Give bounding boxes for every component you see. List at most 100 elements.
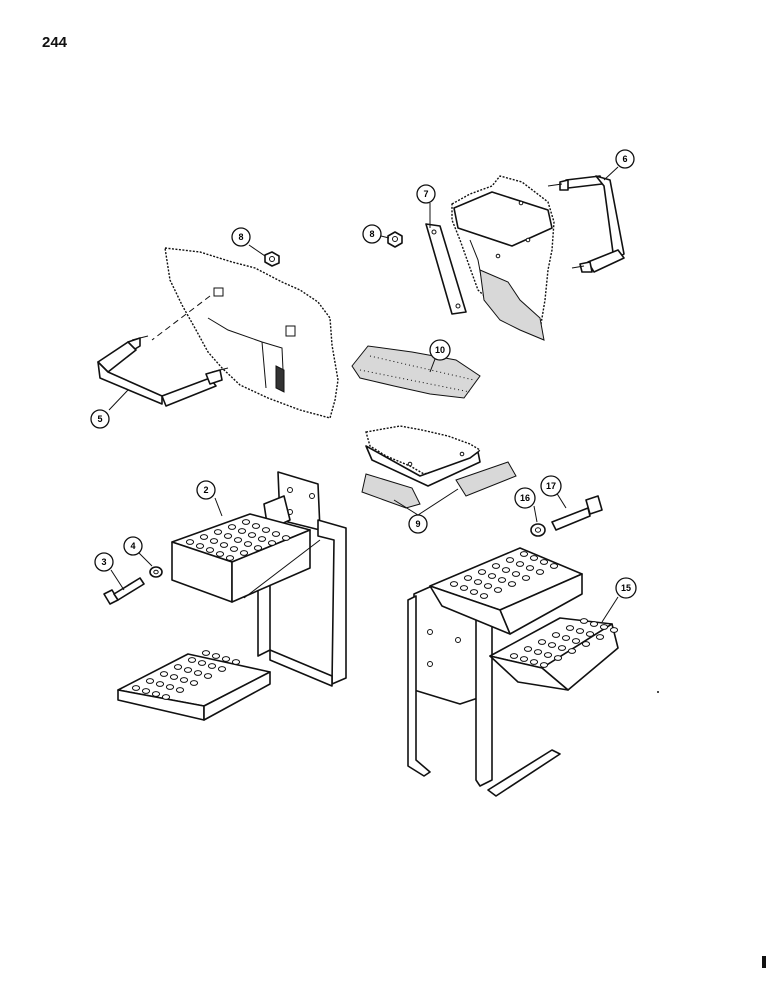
tread-hole [533, 649, 543, 655]
tread-hole [239, 550, 249, 556]
tread-hole [609, 627, 619, 633]
tread-hole [155, 681, 165, 687]
tread-hole [543, 652, 553, 658]
tread-hole [233, 537, 243, 543]
tread-holes [185, 519, 291, 561]
print-mark [657, 691, 659, 693]
tread-hole [195, 543, 205, 549]
step-assembly-right [407, 547, 619, 797]
tread-hole [491, 563, 501, 569]
handrail-right [547, 175, 625, 273]
tread-hole [483, 583, 493, 589]
tread-hole [459, 585, 469, 591]
tread-hole [521, 575, 531, 581]
tread-hole [241, 519, 251, 525]
svg-text:4: 4 [130, 541, 135, 551]
tread-hole [251, 523, 261, 529]
callout-15: 15 [615, 577, 637, 599]
tread-hole [203, 673, 213, 679]
tread-hole [511, 571, 521, 577]
tread-hole [479, 593, 489, 599]
tread-hole [261, 527, 271, 533]
bolt-left [103, 577, 145, 605]
tread-hole [165, 684, 175, 690]
tread-hole [215, 551, 225, 557]
left-panel-fragment [151, 247, 339, 419]
tread-hole [223, 533, 233, 539]
tread-hole [493, 587, 503, 593]
tread-hole [131, 685, 141, 691]
callout-8-left: 8 [231, 227, 251, 247]
callout-8-right: 8 [362, 224, 382, 244]
tread-hole [205, 547, 215, 553]
svg-text:10: 10 [435, 345, 445, 355]
tread-hole [523, 646, 533, 652]
tread-hole [247, 532, 257, 538]
tread-hole [477, 569, 487, 575]
tread-hole [189, 680, 199, 686]
tread-hole [141, 688, 151, 694]
tread-hole [169, 674, 179, 680]
tread-hole [599, 624, 609, 630]
svg-text:3: 3 [101, 557, 106, 567]
tread-hole [231, 659, 241, 665]
washer-left [149, 566, 163, 578]
tread-hole [173, 664, 183, 670]
svg-text:2: 2 [203, 485, 208, 495]
tread-hole [221, 656, 231, 662]
svg-text:17: 17 [546, 481, 556, 491]
print-mark [762, 956, 766, 968]
leader-lines [108, 166, 619, 623]
page-number: 244 [42, 34, 68, 51]
tread-hole [529, 659, 539, 665]
svg-text:8: 8 [238, 232, 243, 242]
tread-hole [237, 528, 247, 534]
callout-7: 7 [416, 184, 436, 204]
tread-hole [551, 632, 561, 638]
callout-5: 5 [90, 409, 110, 429]
tread-hole [525, 565, 535, 571]
nut-left [264, 251, 280, 267]
tread-hole [589, 621, 599, 627]
tread-hole [537, 639, 547, 645]
tread-hole [201, 650, 211, 656]
step-assembly-left [117, 471, 347, 721]
tread-hole [469, 589, 479, 595]
tread-hole [539, 559, 549, 565]
tread-hole [199, 534, 209, 540]
tread-hole [501, 567, 511, 573]
tread-holes [449, 551, 559, 599]
strap [425, 223, 467, 315]
svg-text:7: 7 [423, 189, 428, 199]
nut-right [387, 231, 403, 248]
callout-6: 6 [615, 149, 635, 169]
tread-hole [579, 618, 589, 624]
svg-text:5: 5 [97, 414, 102, 424]
tread-hole [519, 656, 529, 662]
tread-hole [161, 694, 171, 700]
tread-hole [507, 581, 517, 587]
tread-hole [585, 631, 595, 637]
tread-hole [571, 638, 581, 644]
svg-text:15: 15 [621, 583, 631, 593]
tread-hole [193, 670, 203, 676]
svg-text:6: 6 [622, 154, 627, 164]
tread-hole [229, 546, 239, 552]
washer-right [530, 523, 546, 537]
tread-hole [515, 561, 525, 567]
tread-holes [509, 618, 619, 668]
tread-hole [207, 663, 217, 669]
tread-hole [567, 648, 577, 654]
step-fragment-with-pads [361, 425, 517, 509]
tread-hole [549, 563, 559, 569]
tread-hole [547, 642, 557, 648]
tread-hole [175, 687, 185, 693]
tread-hole [211, 653, 221, 659]
callout-16: 16 [514, 487, 536, 509]
callout-3: 3 [94, 552, 114, 572]
tread-hole [151, 691, 161, 697]
tread-hole [557, 645, 567, 651]
tread-hole [581, 641, 591, 647]
tread-holes [131, 650, 241, 700]
tread-hole [449, 581, 459, 587]
